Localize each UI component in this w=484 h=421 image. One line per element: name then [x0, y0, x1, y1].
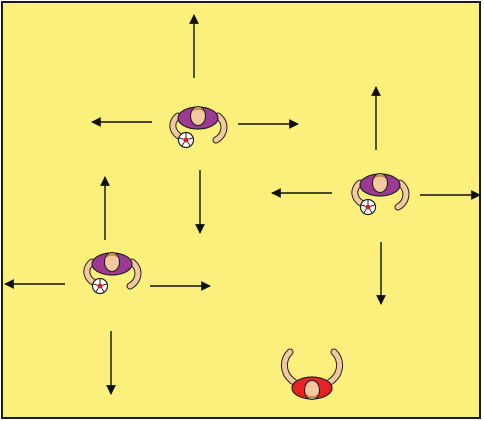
player-1-head: [189, 105, 207, 127]
player-3-head: [103, 251, 121, 273]
player-2-ball-panel: [365, 204, 371, 210]
player-2-head: [371, 172, 389, 194]
player-1-figure: [169, 105, 228, 149]
player-4-left-arm-skin: [327, 349, 342, 385]
player-3-hair: [106, 253, 118, 258]
player-3-ball-seams: [92, 278, 108, 293]
player-1-ball-seams: [178, 132, 194, 147]
player-4-figure: [281, 348, 343, 401]
player-1-hair: [192, 107, 204, 112]
player-4-head: [303, 379, 321, 401]
player-1-ball-panel: [183, 137, 189, 143]
player-3-ball: [91, 277, 109, 295]
player-1-right-arm-skin: [213, 113, 227, 143]
player-2-hair: [374, 174, 386, 179]
player-2-right-arm-skin: [395, 180, 409, 210]
player-3-figure: [83, 251, 142, 295]
players-layer: [83, 105, 410, 401]
player-4-hair: [306, 394, 318, 399]
player-2-ball-seams: [360, 199, 376, 214]
player-4-right-arm-skin: [282, 349, 297, 385]
player-2-figure: [351, 172, 410, 216]
player-2-ball: [359, 198, 377, 216]
player-3-right-arm-skin: [127, 259, 141, 289]
player-1-ball: [177, 131, 195, 149]
arrows-layer: [4, 14, 481, 395]
player-3-ball-panel: [97, 283, 103, 289]
